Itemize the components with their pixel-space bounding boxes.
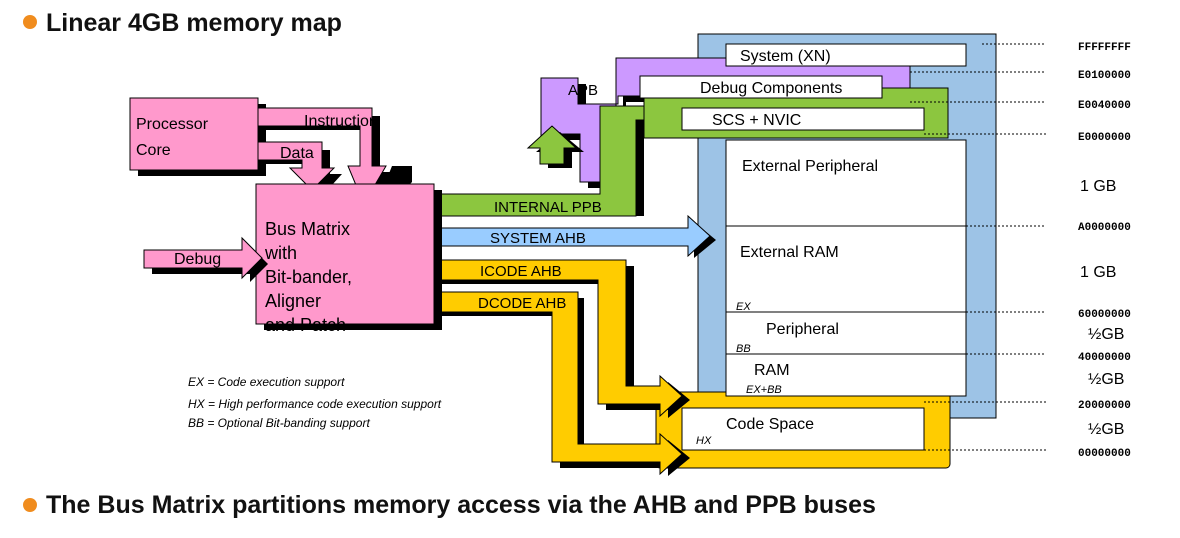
bus-matrix-line-1: Bus Matrix — [265, 219, 350, 239]
region-system — [725, 43, 967, 67]
dcode-ahb-label: DCODE AHB — [478, 295, 566, 312]
system-xn-label: System (XN) — [740, 48, 831, 65]
external-ram-label: External RAM — [740, 244, 839, 261]
region-stack — [725, 139, 967, 397]
region-debug-components — [639, 75, 883, 99]
address-lines — [910, 43, 1046, 451]
internal-ppb-label: INTERNAL PPB — [494, 199, 602, 216]
address-1: E0100000 — [1078, 70, 1131, 82]
tag-hx: HX — [696, 435, 712, 447]
address-0: FFFFFFFF — [1078, 42, 1131, 54]
apb-up-arrow — [526, 125, 578, 165]
size-peripheral: ½GB — [1088, 326, 1124, 343]
code-space-label: Code Space — [726, 416, 814, 433]
peripheral-label: Peripheral — [766, 321, 839, 338]
bus-matrix-block — [255, 183, 435, 325]
data-arrow — [257, 141, 336, 191]
scs-nvic-label: SCS + NVIC — [712, 112, 801, 129]
address-3: E0000000 — [1078, 132, 1131, 144]
system-ahb-bus — [427, 214, 711, 258]
size-ext-peripheral: 1 GB — [1080, 178, 1116, 195]
legend-hx: HX = High performance code execution sup… — [188, 397, 442, 411]
address-4: A0000000 — [1078, 222, 1131, 234]
address-5: 60000000 — [1078, 309, 1131, 321]
bus-matrix-line-4: Aligner — [265, 291, 321, 311]
dcode-ahb-bus — [427, 291, 683, 476]
bus-matrix-line-2: with — [264, 243, 297, 263]
tag-ex: EX — [736, 301, 751, 313]
address-2: E0040000 — [1078, 100, 1131, 112]
processor-core-block — [129, 97, 259, 171]
ram-label: RAM — [754, 362, 790, 379]
processor-label-1: Processor — [136, 116, 209, 133]
tag-ex-bb: EX+BB — [746, 384, 782, 396]
size-code: ½GB — [1088, 421, 1124, 438]
region-scs-nvic — [681, 107, 925, 131]
region-code-space — [681, 407, 925, 451]
debug-components-label: Debug Components — [700, 80, 842, 97]
bullet-top — [23, 15, 37, 29]
debug-label: Debug — [174, 251, 221, 268]
heading-top: Linear 4GB memory map — [46, 9, 342, 37]
address-7: 20000000 — [1078, 400, 1131, 412]
icode-ahb-label: ICODE AHB — [480, 263, 562, 280]
system-ahb-label: SYSTEM AHB — [490, 230, 586, 247]
heading-bottom: The Bus Matrix partitions memory access … — [46, 491, 876, 519]
apb-label: APB — [568, 82, 598, 99]
debug-arrow — [143, 236, 263, 280]
legend-bb: BB = Optional Bit-banding support — [188, 416, 370, 430]
address-6: 40000000 — [1078, 352, 1131, 364]
instruction-label: Instruction — [304, 113, 378, 130]
external-peripheral-label: External Peripheral — [742, 158, 878, 175]
size-ext-ram: 1 GB — [1080, 264, 1116, 281]
legend-ex: EX = Code execution support — [188, 375, 345, 389]
bus-matrix-line-3: Bit-bander, — [265, 267, 352, 287]
bus-matrix-line-5: and Patch — [265, 315, 346, 335]
processor-label-2: Core — [136, 142, 171, 159]
size-ram: ½GB — [1088, 371, 1124, 388]
icode-ahb-bus — [427, 259, 683, 418]
tag-bb: BB — [736, 343, 751, 355]
bullet-bottom — [23, 498, 37, 512]
address-8: 00000000 — [1078, 448, 1131, 460]
data-label: Data — [280, 145, 314, 162]
